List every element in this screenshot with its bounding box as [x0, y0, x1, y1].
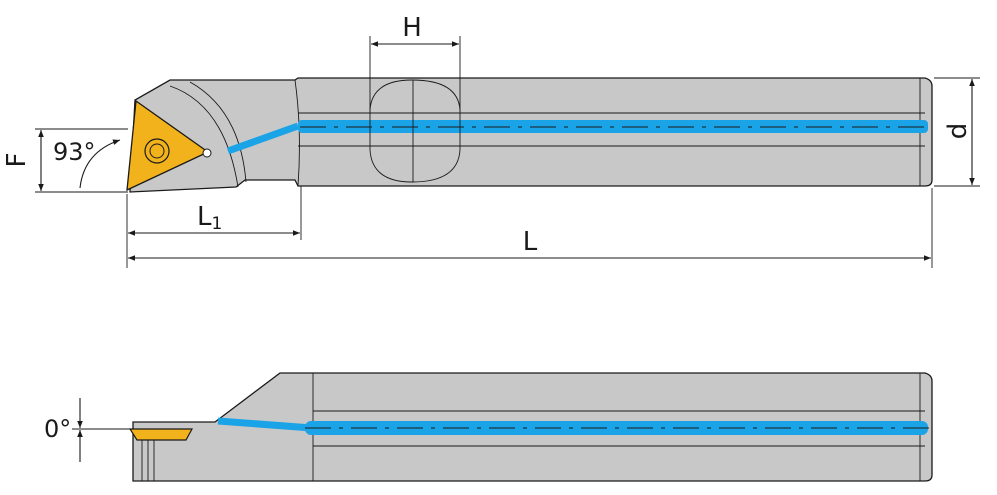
top-coolant-channel-diagonal	[226, 122, 300, 155]
dim-L-label: L	[523, 227, 538, 257]
side-coolant-channel-diagonal	[217, 417, 313, 432]
side-insert	[128, 428, 194, 441]
dim-F-label: F	[2, 153, 32, 168]
angle-93-label: 93°	[53, 138, 96, 166]
top-shank-body	[129, 77, 933, 193]
dim-H-label: H	[402, 13, 422, 43]
angle-93-arc	[79, 139, 121, 189]
dim-L1-label: L1	[197, 202, 222, 234]
top-view: H d F 93° L1 L	[2, 13, 980, 268]
side-view: 0°	[44, 372, 933, 482]
angle-0-label: 0°	[44, 415, 71, 443]
top-insert-pin	[202, 148, 212, 158]
top-insert-screw-outer	[144, 138, 170, 164]
dim-d-label: d	[943, 123, 973, 140]
top-insert-screw-inner	[149, 143, 165, 159]
top-head-arc-2	[189, 81, 247, 183]
top-head-arc-1	[169, 85, 239, 188]
top-clamp-pocket	[369, 79, 461, 183]
